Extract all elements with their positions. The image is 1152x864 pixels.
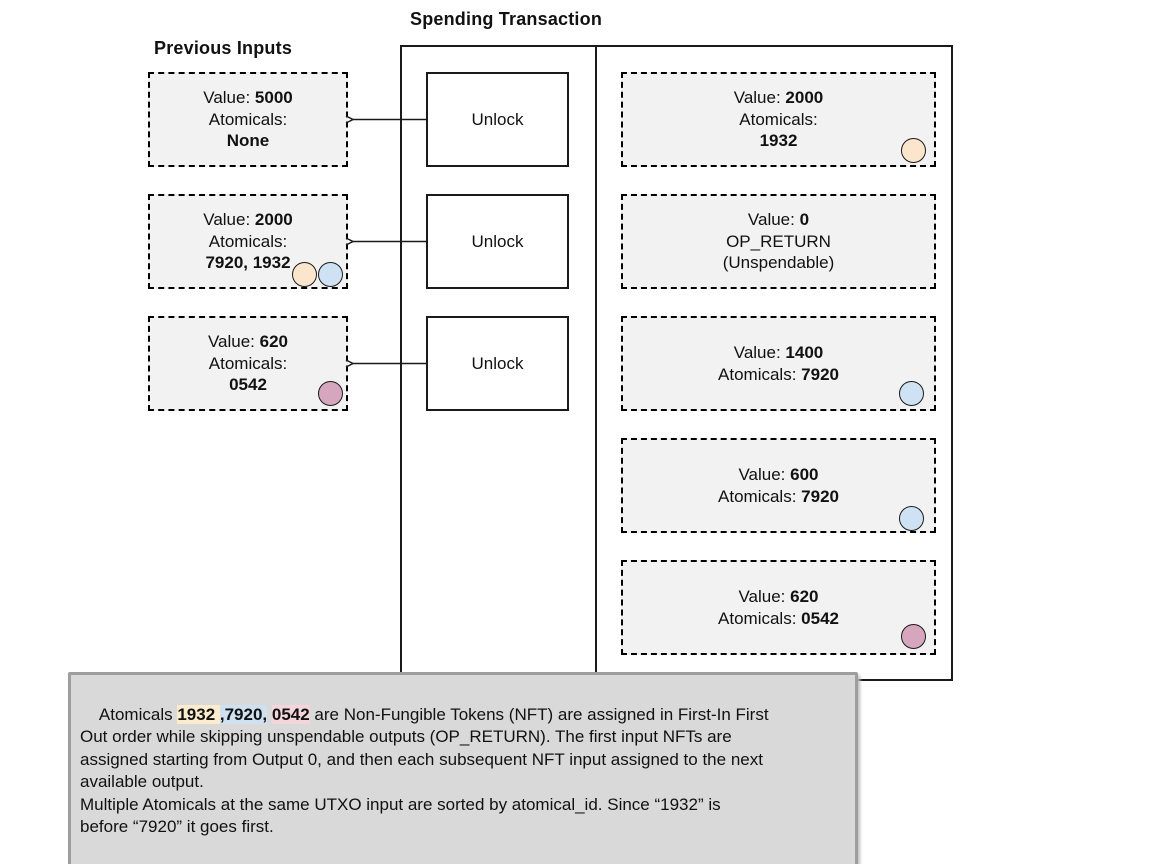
transaction-divider-line: [595, 45, 597, 681]
atomical-token-7920-input: [318, 262, 343, 287]
input-value: Value: 2000: [203, 210, 293, 230]
output-value: Value: 2000: [733, 88, 824, 108]
input-box-1: Value: 5000 Atomicals: None: [148, 72, 348, 167]
input-value: Value: 620: [207, 332, 289, 352]
output-value: Value: 600: [738, 465, 819, 484]
unlock-label: Unlock: [471, 231, 524, 251]
output-box-3: Value: 1400 Atomicals: 7920: [621, 316, 936, 411]
atomical-token-0542-input: [318, 381, 343, 406]
unspendable-label: (Unspendable): [722, 253, 835, 273]
output-box-1: Value: 2000 Atomicals: 1932: [621, 72, 936, 167]
output-atomicals: Atomicals: 7920: [718, 486, 839, 506]
atomical-token-1932-input: [292, 262, 317, 287]
previous-inputs-title: Previous Inputs: [154, 38, 293, 58]
atomical-token-1932-output: [901, 138, 926, 163]
explanation-note: Atomicals 1932 ,7920, 0542 are Non-Fungi…: [68, 672, 858, 864]
input-atomicals: None: [226, 131, 270, 151]
unlock-box-1: Unlock: [426, 72, 569, 167]
atomical-token-7920-output-1: [899, 381, 924, 406]
output-value: Value: 0: [747, 210, 810, 230]
note-segment: 1932: [177, 704, 220, 724]
output-box-2: Value: 0 OP_RETURN (Unspendable): [621, 194, 936, 289]
output-atomicals: Atomicals: 7920: [718, 364, 839, 384]
atomicals-label: Atomicals:: [208, 231, 288, 251]
op-return-label: OP_RETURN: [726, 231, 831, 251]
note-segment: Atomicals: [98, 704, 178, 724]
output-value: Value: 620: [738, 587, 819, 606]
atomicals-label: Atomicals:: [739, 109, 818, 129]
unlock-box-3: Unlock: [426, 316, 569, 411]
atomical-token-0542-output: [901, 624, 926, 649]
output-box-4: Value: 600 Atomicals: 7920: [621, 438, 936, 533]
input-atomicals: 0542: [229, 375, 267, 395]
note-segment: 0542: [271, 704, 310, 724]
spending-transaction-title: Spending Transaction: [410, 9, 603, 29]
input-value: Value: 5000: [203, 88, 293, 108]
input-atomicals: 7920, 1932: [205, 253, 291, 273]
output-atomicals: Atomicals: 0542: [718, 608, 839, 628]
input-box-3: Value: 620 Atomicals: 0542: [148, 316, 348, 411]
output-value: Value: 1400: [733, 343, 824, 362]
output-box-5: Value: 620 Atomicals: 0542: [621, 560, 936, 655]
atomical-token-7920-output-2: [899, 506, 924, 531]
atomicals-label: Atomicals:: [208, 109, 288, 129]
output-atomicals: 1932: [759, 131, 798, 151]
note-segment: ,7920,: [219, 704, 268, 724]
unlock-box-2: Unlock: [426, 194, 569, 289]
unlock-label: Unlock: [471, 109, 524, 129]
input-box-2: Value: 2000 Atomicals: 7920, 1932: [148, 194, 348, 289]
atomicals-label: Atomicals:: [208, 353, 288, 373]
note-segment: are Non-Fungible Tokens (NFT) are assign…: [80, 704, 769, 837]
note-text: Atomicals 1932 ,7920, 0542 are Non-Fungi…: [80, 704, 769, 837]
unlock-label: Unlock: [471, 353, 524, 373]
